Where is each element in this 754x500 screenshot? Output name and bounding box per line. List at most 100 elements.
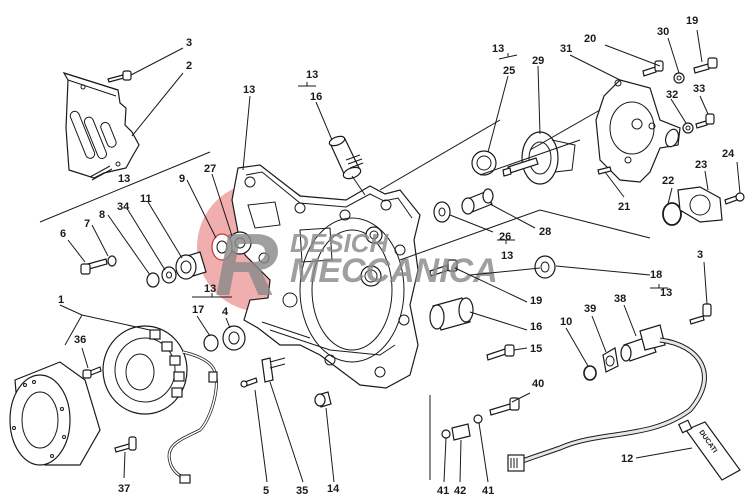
callout-label-16: 16 (310, 91, 322, 103)
part-17-circlip (203, 334, 219, 352)
callout-label-2: 2 (186, 60, 192, 72)
callout-label-21: 21 (618, 201, 630, 213)
callout-label-23: 23 (695, 159, 707, 171)
callout-label-15: 15 (530, 343, 542, 355)
part-36-screw (82, 366, 102, 379)
part-41-washer-a (441, 429, 451, 439)
part-16-sleeve-lower (429, 297, 474, 331)
callout-label-33: 33 (693, 83, 705, 95)
part-22-oring (662, 202, 682, 226)
callout-label-36: 36 (74, 334, 86, 346)
part-37-screw (114, 436, 137, 453)
callout-label-41: 41 (437, 485, 449, 497)
part-26-ring (433, 201, 451, 223)
part-24-screw (724, 192, 745, 205)
part-30-washer (673, 72, 685, 84)
callout-label-19: 19 (530, 295, 542, 307)
part-5-screw (240, 377, 258, 388)
callout-label-6: 6 (60, 228, 66, 240)
callout-label-13: 13 (306, 69, 318, 81)
part-38-sensor (620, 324, 666, 362)
callout-label-28: 28 (539, 226, 551, 238)
part-28-seal (461, 188, 494, 215)
callout-label-27: 27 (204, 163, 216, 175)
callout-label-24: 24 (722, 148, 735, 160)
callout-label-29: 29 (532, 55, 544, 67)
callout-label-35: 35 (296, 485, 308, 497)
callout-label-7: 7 (84, 218, 90, 230)
part-34-washer (161, 266, 177, 284)
callout-label-10: 10 (560, 316, 572, 328)
part-6-screw (80, 258, 108, 275)
callout-label-34: 34 (117, 201, 130, 213)
part-40-screw (489, 397, 520, 416)
part-31-pump-cover (595, 79, 681, 183)
callout-label-13: 13 (660, 287, 672, 299)
stator-grommet (208, 371, 218, 383)
part-3-screw (107, 70, 132, 83)
callout-label-25: 25 (503, 65, 515, 77)
callout-label-38: 38 (614, 293, 626, 305)
part-9-bearing (211, 233, 233, 261)
callout-label-32: 32 (666, 89, 678, 101)
part-27-bearing (228, 231, 252, 255)
part-8-circlip (146, 272, 160, 288)
part-7-washer (107, 255, 117, 267)
callout-label-18: 18 (650, 269, 662, 281)
part-11-bearing (175, 251, 207, 280)
part-42-clip (451, 423, 471, 441)
part-21-pin (597, 166, 612, 175)
part-18-cap (534, 255, 556, 279)
leader-lines (39, 29, 741, 483)
part-20-screw (642, 60, 664, 77)
callout-label-8: 8 (99, 209, 105, 221)
part-2-sprocket-cover (62, 71, 140, 181)
callout-label-4: 4 (222, 306, 229, 318)
callout-label-5: 5 (263, 485, 269, 497)
part-41-washer-b (473, 414, 483, 424)
part-1-alternator-rotor (9, 361, 101, 466)
part-39-gasket (602, 347, 619, 373)
part-23-flange (677, 186, 723, 223)
callout-label-13: 13 (243, 84, 255, 96)
stator-connector (179, 474, 191, 484)
callout-label-13: 13 (501, 250, 513, 262)
part-32-washer (682, 122, 694, 134)
callout-label-13: 13 (118, 173, 130, 185)
callout-label-9: 9 (179, 173, 185, 185)
part-15-screw (486, 344, 515, 361)
main-engine-cover (231, 164, 421, 389)
part-25-bearing (471, 150, 497, 176)
callout-label-39: 39 (584, 303, 596, 315)
watermark-line1: DESICH (290, 228, 389, 258)
callout-label-14: 14 (327, 483, 340, 495)
callout-label-16: 16 (530, 321, 542, 333)
callout-label-13: 13 (492, 43, 504, 55)
watermark-letter: R (215, 215, 279, 314)
callout-label-1: 1 (58, 294, 64, 306)
part-16-sleeve-upper (328, 135, 364, 180)
part-14-dowel (314, 391, 332, 408)
part-29-impeller (502, 131, 576, 185)
callout-label-42: 42 (454, 485, 466, 497)
part-12-sealant-tube: DUCATI (677, 419, 741, 481)
callout-label-19: 19 (686, 15, 698, 27)
callout-label-12: 12 (621, 453, 633, 465)
part-19-screw-top (693, 57, 718, 74)
callout-label-22: 22 (662, 175, 674, 187)
part-33-screw (695, 113, 715, 129)
part-10-oring (583, 365, 597, 381)
watermark-line2: MECCANICA (290, 252, 498, 290)
part-35-bracket (261, 357, 286, 383)
part-3-screw-right (689, 303, 712, 325)
part-19-screw-mid (429, 259, 458, 277)
callout-label-40: 40 (532, 378, 544, 390)
callout-label-20: 20 (584, 33, 596, 45)
part-4-bearing (222, 325, 246, 351)
callout-label-13: 13 (204, 283, 216, 295)
callout-label-31: 31 (560, 43, 572, 55)
sensor-connector (507, 454, 525, 472)
callout-label-41: 41 (482, 485, 494, 497)
